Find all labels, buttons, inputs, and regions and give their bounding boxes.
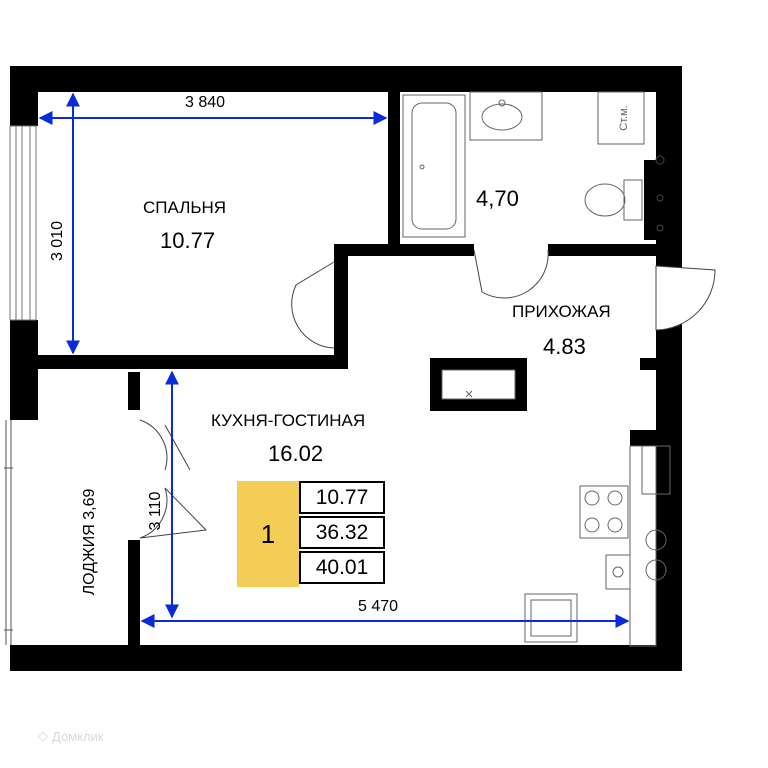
stove [579, 485, 629, 539]
toilet [584, 179, 643, 221]
bedroom-width-dimension: 3 840 [185, 94, 226, 111]
bathroom-area: 4,70 [476, 186, 519, 211]
rooms-count: 1 [237, 481, 299, 587]
kitchen-living-name: КУХНЯ-ГОСТИНАЯ [211, 411, 366, 430]
kitchen-depth-dimension: 3 110 [147, 491, 164, 531]
watermark: ◇ Домклик [38, 728, 104, 744]
hallway-area: 4.83 [543, 334, 586, 359]
closet [441, 369, 516, 400]
kitchen-sink [605, 554, 631, 590]
table [524, 593, 578, 643]
hallway-name: ПРИХОЖАЯ [512, 302, 611, 321]
loggia-glazing [4, 420, 13, 645]
window [9, 125, 37, 321]
sink [469, 91, 543, 141]
watermark-text: Домклик [52, 728, 104, 744]
kitchen-cabinets [629, 445, 671, 647]
dimension-lines [38, 92, 630, 628]
kitchen-width-dimension: 5 470 [358, 598, 399, 615]
kitchen-living-area: 16.02 [268, 441, 324, 466]
bedroom-depth-dimension: 3 010 [49, 220, 66, 262]
bedroom-area: 10.77 [160, 228, 216, 253]
washer-label: Ст.м. [618, 105, 630, 130]
area-without-loggia-cell: 36.32 [299, 516, 385, 549]
watermark-logo-icon: ◇ [38, 728, 48, 743]
total-area-cell: 40.01 [299, 551, 385, 584]
bathtub [402, 94, 466, 238]
washing-machine [597, 91, 645, 145]
doors [139, 249, 716, 539]
bathroom-risers [655, 155, 665, 232]
apartment-summary: 1 10.77 36.32 40.01 [237, 481, 385, 587]
exterior-walls [10, 66, 682, 671]
living-area-cell: 10.77 [299, 481, 385, 514]
loggia-label: ЛОДЖИЯ 3,69 [81, 488, 98, 596]
bedroom-name: СПАЛЬНЯ [143, 198, 227, 217]
